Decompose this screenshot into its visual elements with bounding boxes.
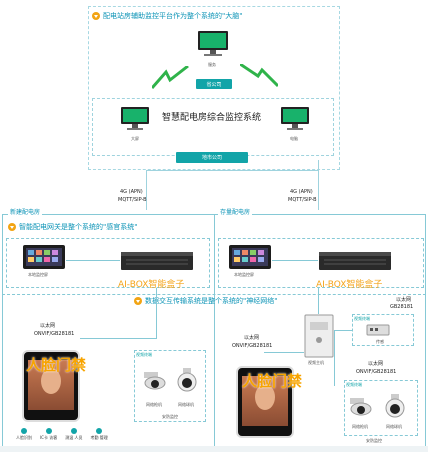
section-divider	[214, 214, 215, 452]
camera-caption: 安防监控	[162, 414, 178, 419]
video-host-label: 视频主机	[308, 360, 324, 365]
sense-banner-text: 智能配电网关是整个系统的"感官系统"	[19, 223, 138, 231]
top-panel	[88, 6, 340, 170]
aibox-device-icon-2	[319, 252, 391, 270]
local-monitor-icon-2	[229, 245, 271, 269]
camera2-label: 网络球机	[178, 402, 194, 407]
stock-station-title: 存量配电房	[218, 207, 253, 216]
face-title: 人脸门禁	[26, 356, 87, 374]
city-button[interactable]: 地市公司	[176, 152, 248, 163]
right-hline2	[334, 330, 352, 331]
monitor-link	[66, 260, 120, 261]
sense-banner: 智能配电网关是整个系统的"感官系统"	[8, 222, 137, 232]
right-ethernet1: 以太网	[244, 335, 260, 341]
camera-group-title: 视频终端	[136, 352, 152, 357]
dome-camera-icon	[177, 368, 197, 392]
right-ethernet3: 以太网	[368, 361, 384, 367]
server-label: 服务	[208, 62, 216, 67]
face-recognition-icon	[21, 428, 27, 434]
camera-group-2	[344, 380, 418, 436]
server-monitor-icon	[198, 31, 228, 56]
right-protocol2: GB28181	[390, 304, 414, 310]
bullet-camera-icon-2	[350, 398, 372, 416]
left-vline	[156, 288, 157, 338]
camera2-label-2: 网络球机	[386, 424, 402, 429]
link-line-top	[146, 170, 318, 171]
face-terminal	[22, 350, 80, 422]
camera1-label-2: 网络枪机	[352, 424, 368, 429]
right-vline2	[334, 330, 335, 386]
dome-camera-icon-2	[385, 394, 405, 418]
bullet-camera-icon	[144, 372, 166, 390]
right-hline1	[264, 352, 304, 353]
stock-station-box	[218, 238, 424, 288]
new-station-box	[6, 238, 210, 288]
pc-right-icon	[281, 107, 309, 130]
aibox-label-2: AI-BOX智能盒子	[316, 280, 383, 290]
thermometer-icon	[70, 428, 77, 434]
camera-caption-2: 安防监控	[366, 438, 382, 443]
left-ethernet: 以太网	[40, 323, 56, 329]
link-line-right	[318, 160, 319, 210]
monitor-link-2	[272, 260, 318, 261]
feature-face: 人脸识别	[16, 428, 32, 441]
brain-banner-text: 配电站房辅助监控平台作为整个系统的"大脑"	[103, 12, 243, 20]
face-avatar-2	[255, 384, 275, 410]
local-monitor-label-2: 本地监控屏	[234, 272, 254, 277]
bullet-icon	[8, 223, 16, 231]
brain-banner: 配电站房辅助监控平台作为整个系统的"大脑"	[92, 11, 242, 21]
transport-banner: 数据交互传输系统是整个系统的"神经网络"	[134, 296, 277, 306]
pc-left-label: 大屏	[131, 136, 139, 141]
transport-banner-text: 数据交互传输系统是整个系统的"神经网络"	[145, 297, 278, 305]
local-monitor-label: 本地监控屏	[28, 272, 48, 277]
face-terminal-2	[236, 366, 294, 438]
sensor-group-title: 视频终端	[354, 316, 370, 321]
right-ethernet2: 以太网	[396, 297, 412, 303]
feature-row: 人脸识别 IC卡 访客 测温 人员 考勤 管理	[16, 428, 108, 441]
aibox-device-icon	[121, 252, 193, 270]
face-avatar	[41, 368, 61, 394]
sensor-label: 传感	[376, 339, 384, 344]
pc-right-label: 电脑	[290, 136, 298, 141]
transport-divider	[2, 294, 426, 295]
feature-attend: 考勤 管理	[91, 428, 108, 441]
system-title: 智慧配电房综合监控系统	[162, 113, 262, 123]
left-hline	[80, 338, 157, 339]
bottom-strip	[0, 446, 428, 452]
pc-left-icon	[121, 107, 149, 130]
left-protocol: ONVIF/GB28181	[34, 331, 75, 337]
camera1-label: 网络枪机	[146, 402, 162, 407]
attendance-icon	[96, 428, 103, 434]
bullet-icon	[92, 12, 100, 20]
new-station-title: 新建配电房	[8, 207, 43, 216]
signal-left-icon	[152, 66, 189, 89]
feature-temp: 测温 人员	[65, 428, 83, 441]
local-monitor-icon	[23, 245, 65, 269]
camera-group-title-2: 视频终端	[346, 382, 362, 387]
aibox-label: AI-BOX智能盒子	[118, 280, 185, 290]
camera-group	[134, 350, 206, 422]
signal-right-icon	[240, 64, 278, 88]
sensor-device-icon	[366, 324, 390, 336]
video-host-icon	[304, 314, 334, 358]
right-protocol1: ONVIF/GB28181	[232, 343, 273, 349]
bullet-icon	[134, 297, 142, 305]
feature-card: IC卡 访客	[40, 428, 57, 441]
province-button[interactable]: 省公司	[196, 79, 232, 89]
face-title-2: 人脸门禁	[242, 372, 303, 390]
link-left-protocol: MQTT/SIP-B	[118, 197, 147, 203]
link-right-4g: 4G (APN)	[290, 189, 313, 195]
card-icon	[45, 428, 52, 434]
link-left-4g: 4G (APN)	[120, 189, 143, 195]
right-protocol3: ONVIF/GB28181	[356, 369, 397, 375]
sensor-group	[352, 314, 414, 346]
link-right-protocol: MQTT/SIP-B	[288, 197, 317, 203]
link-line-left	[146, 170, 147, 210]
right-vline	[318, 288, 319, 314]
